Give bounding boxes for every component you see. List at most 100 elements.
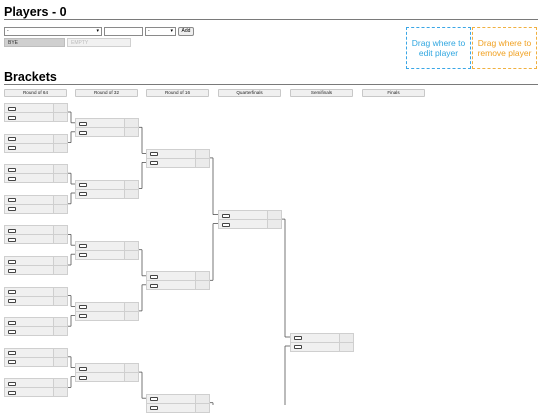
slot-checkbox-icon[interactable] (8, 207, 16, 212)
score-cell[interactable] (124, 119, 138, 128)
score-cell[interactable] (195, 272, 209, 281)
slot-checkbox-icon[interactable] (79, 314, 87, 319)
slot-checkbox-icon[interactable] (294, 345, 302, 349)
player-slot[interactable] (4, 234, 68, 245)
slot-checkbox-icon[interactable] (8, 176, 16, 181)
player-slot[interactable] (4, 295, 68, 306)
slot-checkbox-icon[interactable] (79, 375, 87, 380)
score-cell[interactable] (53, 104, 67, 112)
score-cell[interactable] (53, 165, 67, 174)
score-cell[interactable] (53, 204, 67, 213)
slot-checkbox-icon[interactable] (79, 121, 87, 126)
score-cell[interactable] (124, 241, 138, 250)
slot-checkbox-icon[interactable] (8, 106, 16, 111)
score-cell[interactable] (124, 250, 138, 259)
score-cell[interactable] (124, 311, 138, 320)
slot-checkbox-icon[interactable] (150, 274, 158, 279)
score-cell[interactable] (124, 302, 138, 311)
player-slot[interactable] (218, 219, 282, 230)
player-slot[interactable] (75, 249, 139, 260)
player-slot[interactable] (75, 188, 139, 199)
score-cell[interactable] (339, 333, 353, 342)
slot-checkbox-icon[interactable] (8, 351, 16, 356)
slot-checkbox-icon[interactable] (8, 390, 16, 395)
player-slot[interactable] (4, 112, 68, 122)
slot-checkbox-icon[interactable] (8, 329, 16, 334)
slot-checkbox-icon[interactable] (222, 222, 230, 227)
score-cell[interactable] (267, 211, 281, 220)
score-cell[interactable] (53, 379, 67, 388)
score-cell[interactable] (53, 235, 67, 244)
player-slot[interactable] (75, 310, 139, 321)
player-slot[interactable] (75, 127, 139, 138)
score-cell[interactable] (53, 388, 67, 397)
player-name-input[interactable] (104, 27, 143, 36)
score-cell[interactable] (53, 174, 67, 183)
score-cell[interactable] (53, 257, 67, 265)
slot-checkbox-icon[interactable] (79, 183, 87, 187)
slot-checkbox-icon[interactable] (8, 360, 16, 365)
score-cell[interactable] (53, 287, 67, 296)
player-slot[interactable] (4, 387, 68, 398)
player-slot[interactable] (4, 356, 68, 367)
slot-checkbox-icon[interactable] (150, 161, 158, 166)
player-slot[interactable] (146, 280, 210, 291)
score-cell[interactable] (339, 342, 353, 351)
remove-drop-zone[interactable]: Drag where to remove player (472, 27, 537, 69)
player-slot[interactable] (146, 157, 210, 168)
score-cell[interactable] (195, 158, 209, 167)
slot-checkbox-icon[interactable] (8, 167, 16, 172)
score-cell[interactable] (53, 134, 67, 143)
bye-chip[interactable]: BYE (4, 38, 65, 47)
player-select[interactable]: - ▾ (4, 27, 102, 36)
score-cell[interactable] (195, 394, 209, 403)
slot-checkbox-icon[interactable] (79, 253, 87, 258)
slot-checkbox-icon[interactable] (294, 336, 302, 340)
score-cell[interactable] (53, 348, 67, 357)
slot-checkbox-icon[interactable] (8, 268, 16, 273)
slot-checkbox-icon[interactable] (79, 305, 87, 310)
score-cell[interactable] (124, 180, 138, 189)
score-cell[interactable] (53, 113, 67, 121)
score-cell[interactable] (124, 128, 138, 137)
slot-checkbox-icon[interactable] (8, 259, 16, 264)
slot-checkbox-icon[interactable] (8, 299, 16, 304)
score-cell[interactable] (53, 318, 67, 327)
slot-checkbox-icon[interactable] (8, 137, 16, 142)
slot-checkbox-icon[interactable] (8, 237, 16, 242)
slot-checkbox-icon[interactable] (8, 228, 16, 233)
score-cell[interactable] (53, 226, 67, 235)
player-slot[interactable] (4, 173, 68, 184)
slot-checkbox-icon[interactable] (8, 381, 16, 386)
score-cell[interactable] (53, 296, 67, 305)
score-cell[interactable] (195, 149, 209, 158)
slot-checkbox-icon[interactable] (222, 213, 230, 218)
score-cell[interactable] (53, 357, 67, 366)
slot-checkbox-icon[interactable] (150, 397, 158, 402)
slot-checkbox-icon[interactable] (150, 283, 158, 288)
slot-checkbox-icon[interactable] (150, 152, 158, 157)
score-cell[interactable] (195, 281, 209, 290)
slot-checkbox-icon[interactable] (79, 244, 87, 249)
score-cell[interactable] (267, 220, 281, 229)
player-slot[interactable] (75, 372, 139, 383)
player-slot[interactable] (4, 142, 68, 153)
slot-checkbox-icon[interactable] (8, 198, 16, 203)
slot-checkbox-icon[interactable] (79, 130, 87, 135)
slot-checkbox-icon[interactable] (8, 146, 16, 151)
score-cell[interactable] (53, 143, 67, 152)
score-cell[interactable] (124, 364, 138, 373)
slot-checkbox-icon[interactable] (8, 320, 16, 325)
slot-checkbox-icon[interactable] (79, 192, 87, 196)
score-cell[interactable] (124, 373, 138, 382)
player-slot[interactable] (146, 402, 210, 413)
score-cell[interactable] (53, 327, 67, 336)
score-cell[interactable] (124, 189, 138, 198)
seed-select[interactable]: - ▾ (145, 27, 176, 36)
add-button[interactable]: Add (178, 27, 194, 36)
score-cell[interactable] (53, 266, 67, 274)
empty-chip[interactable]: EMPTY (67, 38, 131, 47)
player-slot[interactable] (4, 326, 68, 337)
player-slot[interactable] (290, 341, 354, 352)
slot-checkbox-icon[interactable] (8, 115, 16, 120)
